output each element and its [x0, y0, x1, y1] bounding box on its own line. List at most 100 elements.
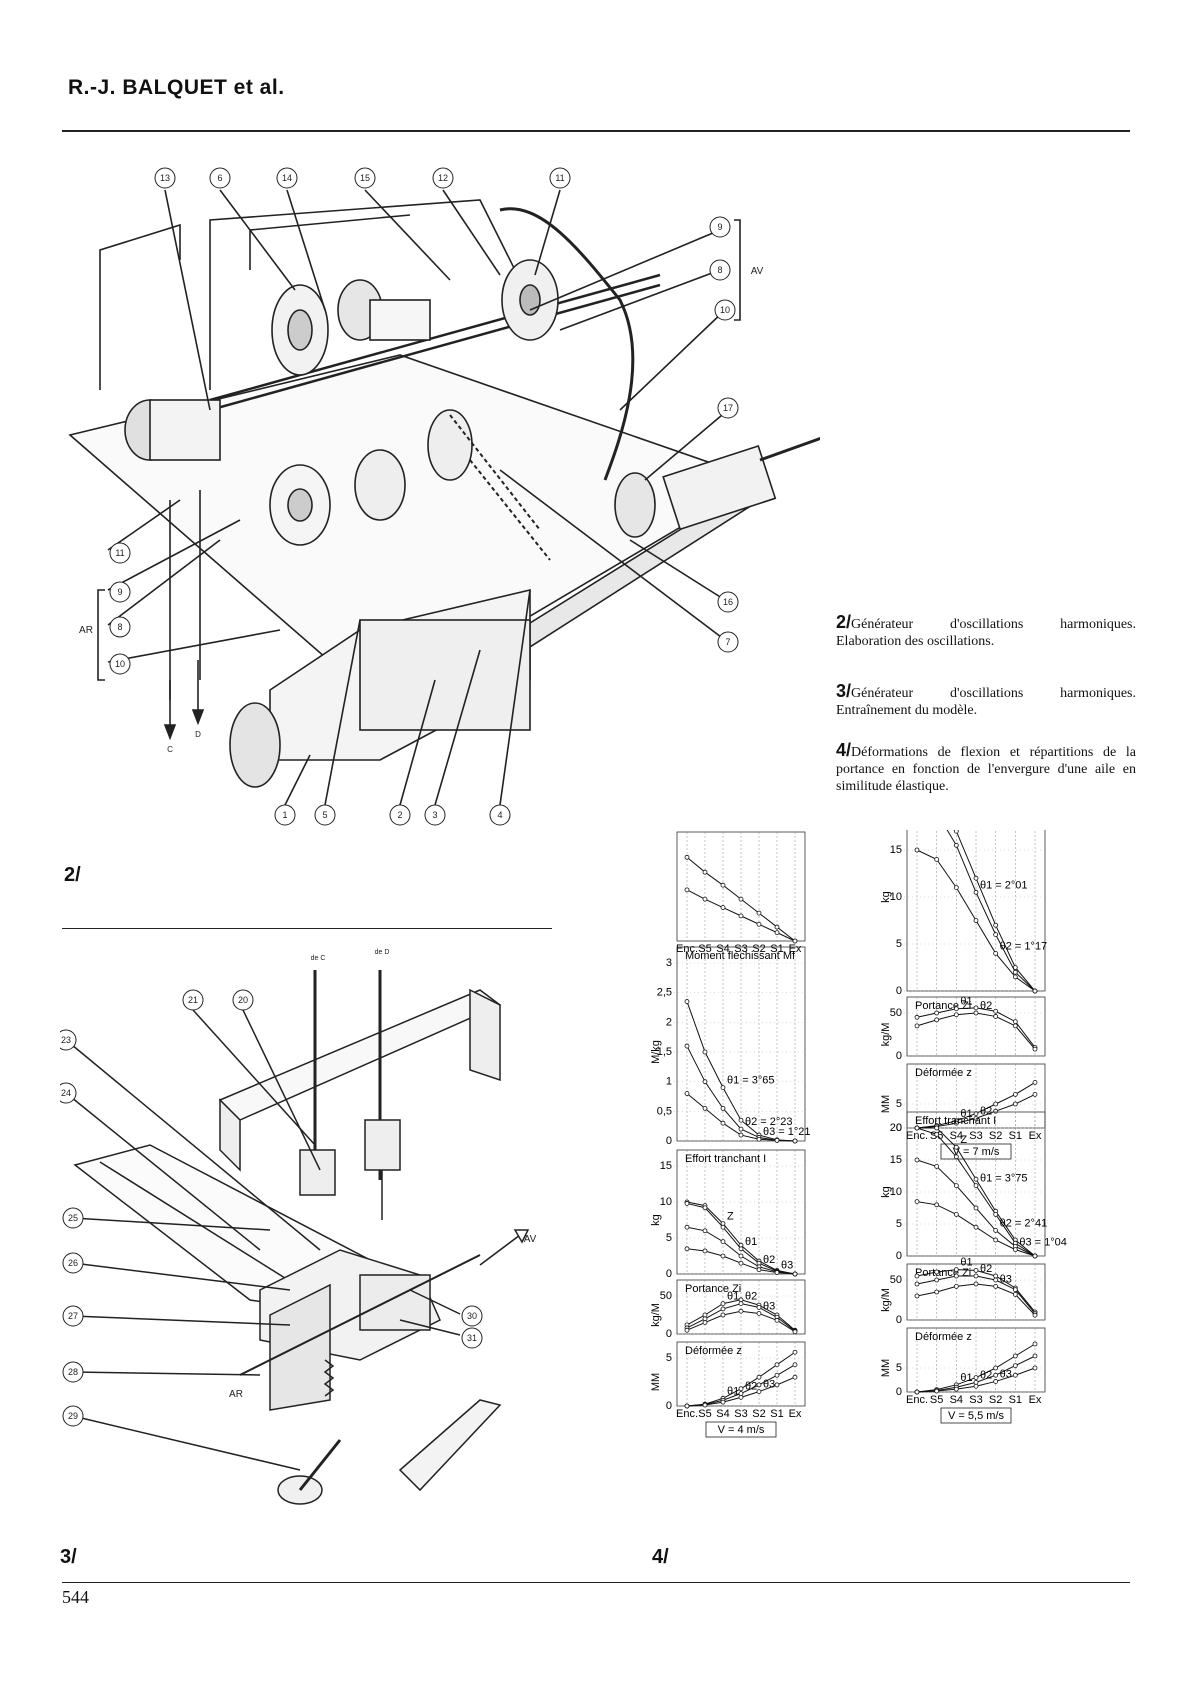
data-point — [973, 1380, 979, 1385]
series-label: θ1 — [960, 1372, 972, 1384]
data-point — [792, 1362, 798, 1368]
chart-title: Déformée z — [915, 1067, 972, 1079]
fig2-callout: 16 — [723, 597, 733, 607]
fig2-callout: 17 — [723, 403, 733, 413]
data-point — [720, 905, 726, 910]
y-tick-label: 5 — [666, 1352, 672, 1364]
data-point — [914, 1125, 920, 1131]
data-point — [953, 1273, 959, 1279]
data-point — [1012, 1101, 1018, 1107]
data-point — [1032, 1253, 1038, 1259]
data-point — [774, 1382, 780, 1388]
data-point — [993, 951, 999, 956]
data-point — [953, 830, 959, 834]
data-point — [993, 1237, 999, 1243]
data-point — [756, 1304, 762, 1310]
y-axis-label: M/kg — [650, 1040, 662, 1064]
caption-4: 4/Déformations de flexion et répartition… — [836, 740, 1136, 794]
chart-title: Déformée z — [915, 1331, 972, 1343]
fig2-callout: 9 — [717, 222, 722, 232]
data-point — [993, 1372, 999, 1378]
y-tick-label: 0 — [896, 1386, 902, 1398]
data-point — [934, 1125, 940, 1131]
data-point — [756, 1389, 762, 1394]
data-point — [914, 1389, 920, 1395]
data-point — [720, 882, 726, 888]
data-point — [774, 1362, 780, 1368]
x-tick-label: S4 — [950, 1394, 963, 1406]
x-tick-label: Enc. — [906, 1394, 928, 1406]
fig2-callout: 13 — [160, 173, 170, 183]
data-point — [1032, 1341, 1038, 1347]
data-point — [738, 1394, 744, 1400]
data-point — [914, 1157, 920, 1163]
data-point — [953, 1012, 959, 1018]
y-tick-label: 1 — [666, 1076, 672, 1088]
y-tick-label: 2,5 — [657, 987, 672, 999]
fig2-callout: 14 — [282, 173, 292, 183]
data-point — [702, 1248, 708, 1254]
data-point — [934, 1017, 940, 1023]
y-tick-label: 0 — [666, 1328, 672, 1340]
fig3-rod-label-d: de D — [375, 949, 390, 956]
data-point — [934, 1277, 940, 1283]
data-point — [953, 1154, 959, 1160]
data-point — [738, 1117, 744, 1123]
data-point — [914, 1199, 920, 1205]
data-point — [953, 1006, 959, 1012]
fig2-callout: 11 — [115, 548, 124, 558]
y-tick-label: 5 — [666, 1232, 672, 1244]
series-label: θ1 — [960, 1257, 972, 1269]
data-point — [702, 1320, 708, 1326]
series-label: θ2 — [763, 1254, 775, 1266]
fig3-label: 3/ — [60, 1546, 77, 1568]
series-label: θ3 — [1000, 1368, 1012, 1380]
header-rule — [62, 130, 1130, 132]
y-tick-label: 15 — [660, 1160, 672, 1172]
x-tick-label: S2 — [989, 1394, 1002, 1406]
y-tick-label: 1,5 — [657, 1046, 672, 1058]
header-author: R.-J. BALQUET et al. — [68, 76, 285, 99]
x-tick-label: Ex — [789, 1408, 802, 1420]
data-point — [702, 1049, 708, 1055]
x-tick-label: S5 — [930, 1394, 943, 1406]
y-tick-label: 0 — [896, 985, 902, 997]
data-point — [953, 1283, 959, 1289]
series-label: θ1 = 2°01 — [980, 879, 1028, 891]
y-tick-label: 3 — [666, 957, 672, 969]
data-point — [720, 1253, 726, 1259]
fig3-callout: 26 — [68, 1258, 78, 1268]
series-label: Z — [727, 1211, 734, 1223]
data-point — [914, 1023, 920, 1029]
fig2-callout: 10 — [720, 305, 730, 315]
data-point — [1032, 1079, 1038, 1085]
data-point — [914, 1293, 920, 1299]
y-tick-label: 5 — [896, 1362, 902, 1374]
speed-box — [705, 1421, 777, 1438]
y-axis-label: kg — [880, 891, 892, 903]
y-tick-label: 5 — [896, 938, 902, 950]
data-point — [702, 1205, 708, 1211]
y-tick-label: 50 — [660, 1290, 672, 1302]
chart-title: Portance Zi — [685, 1283, 741, 1295]
series-label: θ2 — [745, 1291, 757, 1303]
data-point — [973, 1205, 979, 1211]
data-point — [774, 1270, 780, 1275]
data-point — [756, 1311, 762, 1316]
data-point — [792, 1374, 798, 1380]
chart-title: Déformée z — [685, 1345, 742, 1357]
fig2-callout: 3 — [432, 810, 437, 820]
data-point — [934, 1131, 940, 1137]
data-point — [993, 932, 999, 937]
data-point — [1012, 1291, 1018, 1297]
x-tick-label: S1 — [770, 1408, 783, 1420]
data-point — [684, 1403, 690, 1409]
series-label: θ3 = 1°21 — [763, 1126, 811, 1138]
y-axis-label: kg/M — [650, 1303, 662, 1327]
data-point — [953, 1144, 959, 1150]
data-point — [774, 1138, 780, 1143]
fig2-callout: 4 — [497, 810, 502, 820]
